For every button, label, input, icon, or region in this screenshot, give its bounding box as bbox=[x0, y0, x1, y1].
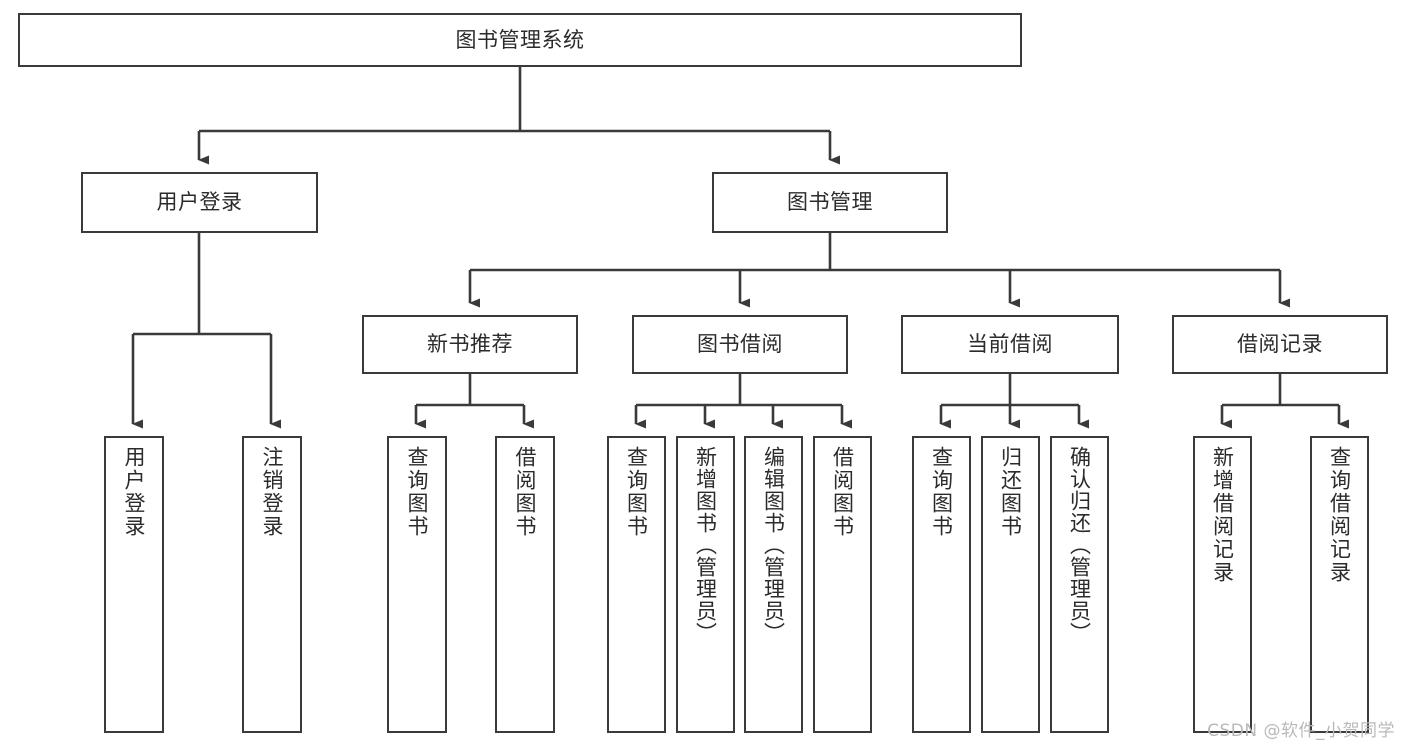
leaf-borrow-borrow-book[interactable]: 借阅图书 bbox=[813, 436, 872, 733]
node-label: 用户登录 bbox=[122, 446, 147, 538]
node-label: 图书管理系统 bbox=[455, 27, 585, 52]
node-label: 注销登录 bbox=[260, 446, 285, 538]
node-label: 查询借阅记录 bbox=[1327, 446, 1352, 584]
node-current-borrow[interactable]: 当前借阅 bbox=[901, 315, 1119, 374]
node-label: 归还图书 bbox=[998, 446, 1023, 538]
node-label: 编辑图书（管理员） bbox=[761, 446, 786, 644]
node-book-borrow[interactable]: 图书借阅 bbox=[632, 315, 848, 374]
leaf-current-confirm-return-admin[interactable]: 确认归还（管理员） bbox=[1050, 436, 1109, 733]
leaf-borrow-query-book[interactable]: 查询图书 bbox=[607, 436, 666, 733]
node-label: 查询图书 bbox=[624, 446, 649, 538]
leaf-borrow-add-book-admin[interactable]: 新增图书（管理员） bbox=[676, 436, 735, 733]
node-label: 借阅记录 bbox=[1237, 332, 1323, 357]
leaf-user-login-logout[interactable]: 注销登录 bbox=[242, 436, 302, 733]
leaf-borrow-edit-book-admin[interactable]: 编辑图书（管理员） bbox=[744, 436, 803, 733]
node-borrow-record[interactable]: 借阅记录 bbox=[1172, 315, 1388, 374]
leaf-recommend-query-book[interactable]: 查询图书 bbox=[387, 436, 447, 733]
node-label: 确认归还（管理员） bbox=[1067, 446, 1092, 644]
leaf-record-add-record[interactable]: 新增借阅记录 bbox=[1193, 436, 1252, 733]
node-label: 新增图书（管理员） bbox=[693, 446, 718, 644]
node-label: 借阅图书 bbox=[830, 446, 855, 538]
leaf-user-login-login[interactable]: 用户登录 bbox=[104, 436, 164, 733]
node-label: 图书管理 bbox=[787, 190, 873, 215]
watermark-text: CSDN @软件_小贺同学 bbox=[1207, 721, 1395, 741]
node-user-login[interactable]: 用户登录 bbox=[81, 172, 318, 233]
leaf-record-query-record[interactable]: 查询借阅记录 bbox=[1310, 436, 1369, 733]
node-label: 用户登录 bbox=[156, 190, 243, 215]
node-label: 当前借阅 bbox=[967, 332, 1053, 357]
leaf-current-return-book[interactable]: 归还图书 bbox=[981, 436, 1040, 733]
node-label: 新增借阅记录 bbox=[1210, 446, 1235, 584]
leaf-recommend-borrow-book[interactable]: 借阅图书 bbox=[495, 436, 555, 733]
node-label: 借阅图书 bbox=[513, 446, 538, 538]
node-label: 图书借阅 bbox=[697, 332, 783, 357]
node-root-system[interactable]: 图书管理系统 bbox=[18, 13, 1022, 67]
node-label: 新书推荐 bbox=[427, 332, 513, 357]
node-label: 查询图书 bbox=[929, 446, 954, 538]
node-book-management[interactable]: 图书管理 bbox=[712, 172, 948, 233]
leaf-current-query-book[interactable]: 查询图书 bbox=[912, 436, 971, 733]
node-label: 查询图书 bbox=[405, 446, 430, 538]
node-new-book-recommend[interactable]: 新书推荐 bbox=[362, 315, 578, 374]
